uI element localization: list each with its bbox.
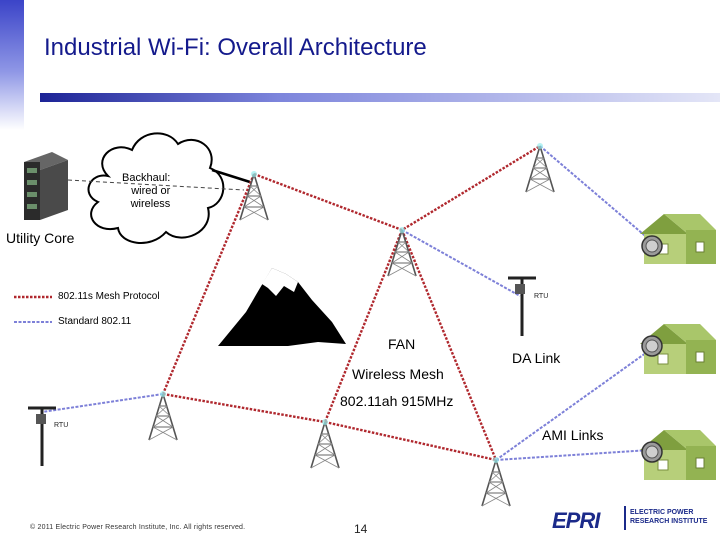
backhaul-wire	[211, 168, 251, 184]
slide-title: Industrial Wi-Fi: Overall Architecture	[44, 34, 427, 61]
tower-icon	[481, 456, 511, 507]
logo-divider	[624, 506, 626, 530]
tower-icon	[148, 390, 178, 441]
smart-meter-icon	[641, 235, 663, 257]
rtu-label: RTU	[54, 422, 69, 429]
legend-standard-label: Standard 802.11	[58, 316, 132, 327]
ami-links-label: AMI Links	[542, 427, 604, 443]
da-link-label: DA Link	[512, 350, 561, 366]
fan-label: FAN	[388, 336, 416, 352]
slide-accent-bar	[0, 0, 24, 130]
copyright-footer: © 2011 Electric Power Research Institute…	[30, 524, 246, 531]
epri-logo: EPRI	[552, 508, 600, 533]
tower-icon	[310, 418, 340, 469]
backhaul-link	[67, 179, 245, 191]
epri-logo-subtitle: ELECTRIC POWER RESEARCH INSTITUTE	[630, 509, 708, 525]
legend-mesh-label: 802.11s Mesh Protocol	[58, 291, 160, 302]
tower-icon	[239, 170, 269, 221]
backhaul-cloud-icon	[87, 132, 225, 245]
cloud-label: Backhaul: wired or wireless	[122, 172, 171, 210]
title-rule	[40, 93, 720, 102]
rtu-pole-icon	[508, 276, 536, 336]
rtu-label: RTU	[534, 293, 549, 300]
utility-core-label: Utility Core	[6, 230, 75, 246]
smart-meter-icon	[641, 441, 663, 463]
smart-meter-icon	[641, 335, 663, 357]
tower-icon	[525, 142, 555, 193]
server-rack-icon	[24, 152, 68, 220]
page-number: 14	[354, 522, 368, 536]
frequency-label: 802.11ah 915MHz	[340, 393, 454, 409]
rtu-pole-icon	[28, 406, 56, 466]
wireless-mesh-label: Wireless Mesh	[352, 366, 444, 382]
standard-links	[41, 145, 651, 461]
mountain-icon	[218, 268, 346, 346]
